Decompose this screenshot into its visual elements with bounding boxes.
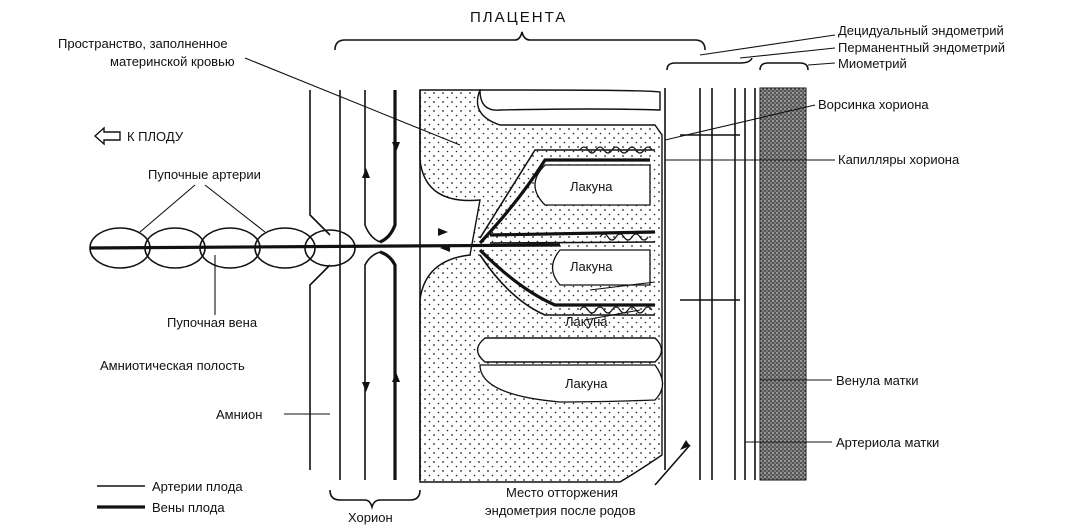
maternal-space-label: Пространство, заполненное (58, 36, 228, 51)
upper-villus-stub (479, 89, 661, 111)
permanent-label: Перманентный эндометрий (838, 40, 1005, 55)
umbilical-arteries-label: Пупочные артерии (148, 167, 261, 182)
myometrium-label: Миометрий (838, 56, 907, 71)
maternal-space-label-2: материнской кровью (110, 54, 235, 69)
chorion-vessels (309, 90, 421, 480)
lacuna-label-3: Лакуна (565, 314, 608, 329)
lacuna-label-1: Лакуна (570, 179, 613, 194)
uterine-arteriole-label: Артериола матки (836, 435, 939, 450)
lower-villus-stub (476, 337, 663, 363)
capillaries-label: Капилляры хориона (838, 152, 960, 167)
placenta-title: ПЛАЦЕНТА (470, 9, 567, 26)
separation-arrow-line (654, 444, 691, 486)
flow-arrows (362, 142, 690, 450)
endometrium-bracket (666, 57, 753, 71)
to-fetus-arrow-icon (93, 126, 121, 146)
lacuna-label-2: Лакуна (570, 259, 613, 274)
legend-veins-label: Вены плода (152, 500, 225, 515)
endometrium-lines (664, 88, 756, 480)
myometrium-band (759, 87, 807, 481)
decidual-label: Децидуальный эндометрий (838, 23, 1004, 38)
amnion-label: Амнион (216, 407, 262, 422)
myometrium-bracket (759, 62, 809, 71)
umbilical-vein-label: Пупочная вена (167, 315, 258, 330)
villus-label: Ворсинка хориона (818, 97, 929, 112)
amniotic-cavity-label: Амниотическая полость (100, 358, 245, 373)
legend-arteries-label: Артерии плода (152, 479, 243, 494)
lacuna-label-4: Лакуна (565, 376, 608, 391)
uterine-venule-label: Венула матки (836, 373, 919, 388)
chorion-label: Хорион (348, 510, 393, 525)
to-fetus-label: К ПЛОДУ (127, 129, 184, 144)
villus-vessels (478, 149, 656, 316)
separation-label-2: эндометрия после родов (485, 503, 636, 518)
leader-lines (139, 34, 836, 443)
chorion-bracket (329, 489, 421, 510)
lacuna-3 (479, 364, 664, 403)
placenta-bracket (334, 31, 706, 51)
lacuna-1 (534, 164, 651, 206)
umbilical-vein-line (89, 243, 561, 250)
capillary-coils (579, 146, 653, 314)
separation-label: Место отторжения (506, 485, 618, 500)
